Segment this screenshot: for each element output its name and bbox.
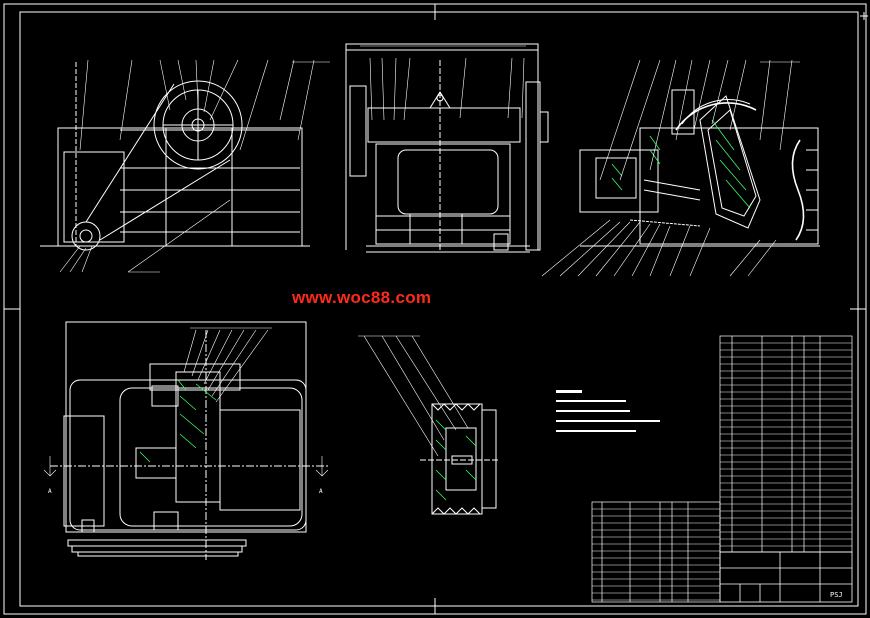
parts-list-rows	[720, 342, 852, 547]
side-view-leaders	[59, 59, 330, 273]
section-mark-left: A	[48, 488, 52, 495]
front-view-leaders	[360, 45, 526, 121]
section-view-leaders	[541, 59, 800, 277]
title-block	[719, 551, 853, 603]
pulley-detail-view	[420, 403, 498, 515]
front-view	[345, 43, 549, 253]
section-view	[579, 89, 820, 247]
watermark-text: www.woc88.com	[292, 288, 432, 307]
parts-list-table	[719, 335, 853, 553]
plan-section-hatching	[139, 379, 217, 463]
technical-notes	[556, 390, 660, 432]
side-elevation-view	[40, 62, 310, 251]
pulley-hatching	[435, 419, 477, 501]
title-block-label: PSJ	[830, 591, 843, 599]
plan-view	[50, 321, 330, 560]
drawing-frame	[3, 3, 868, 615]
section-hatching	[611, 119, 751, 209]
parts-list-rows-lower	[592, 508, 720, 601]
parts-list-table-lower	[591, 501, 721, 603]
pulley-detail-leaders	[358, 335, 469, 457]
section-mark-right: A	[319, 488, 323, 495]
plan-view-leaders	[43, 327, 329, 477]
